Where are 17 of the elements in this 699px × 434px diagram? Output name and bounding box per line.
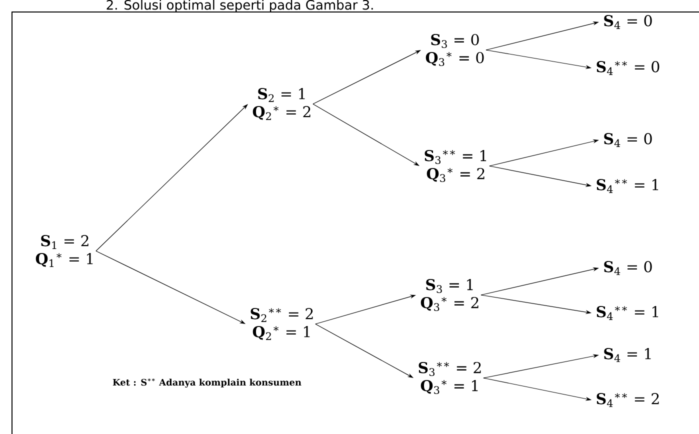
- state-label: S$_{3}$$^{∗∗}$ = 1 Q$_{3}$$^{∗}$ = 2: [424, 150, 486, 182]
- state-label: S$_{3}$ = 1 Q$_{3}$$^{∗}$ = 2: [420, 278, 478, 312]
- state-label: S$_{4}$ = 1: [604, 348, 651, 362]
- state-label: S$_{4}$$^{∗∗}$ = 1: [596, 306, 658, 320]
- state-label: S$_{4}$$^{∗∗}$ = 2: [596, 393, 659, 407]
- state-label: S$_{4}$$^{∗∗}$ = 0: [596, 61, 660, 75]
- state-label: S$_{4}$ = 0: [604, 261, 652, 275]
- state-label: S$_{3}$$^{∗∗}$ = 2 Q$_{3}$$^{∗}$ = 1: [418, 362, 481, 394]
- note-text: Ket : S$^{∗∗}$ Adanya komplain konsumen: [112, 378, 302, 388]
- state-label: S$_{2}$ = 1 Q$_{2}$$^{∗}$ = 2: [252, 88, 310, 120]
- state-label: S$_{1}$ = 2 Q$_{1}$$^{∗}$ = 1: [36, 235, 93, 267]
- state-label: S$_{3}$ = 0 Q$_{3}$$^{∗}$ = 0: [426, 34, 484, 66]
- state-label: S$_{2}$$^{∗∗}$ = 2 Q$_{2}$$^{∗}$ = 1: [250, 308, 313, 340]
- state-label: S$_{4}$ = 0: [604, 133, 652, 147]
- state-label: S$_{4}$ = 0: [604, 15, 652, 29]
- caption-text: 2. Solusi optimal seperti pada Gambar 3.: [106, 0, 373, 12]
- state-label: S$_{4}$$^{∗∗}$ = 1: [596, 179, 658, 193]
